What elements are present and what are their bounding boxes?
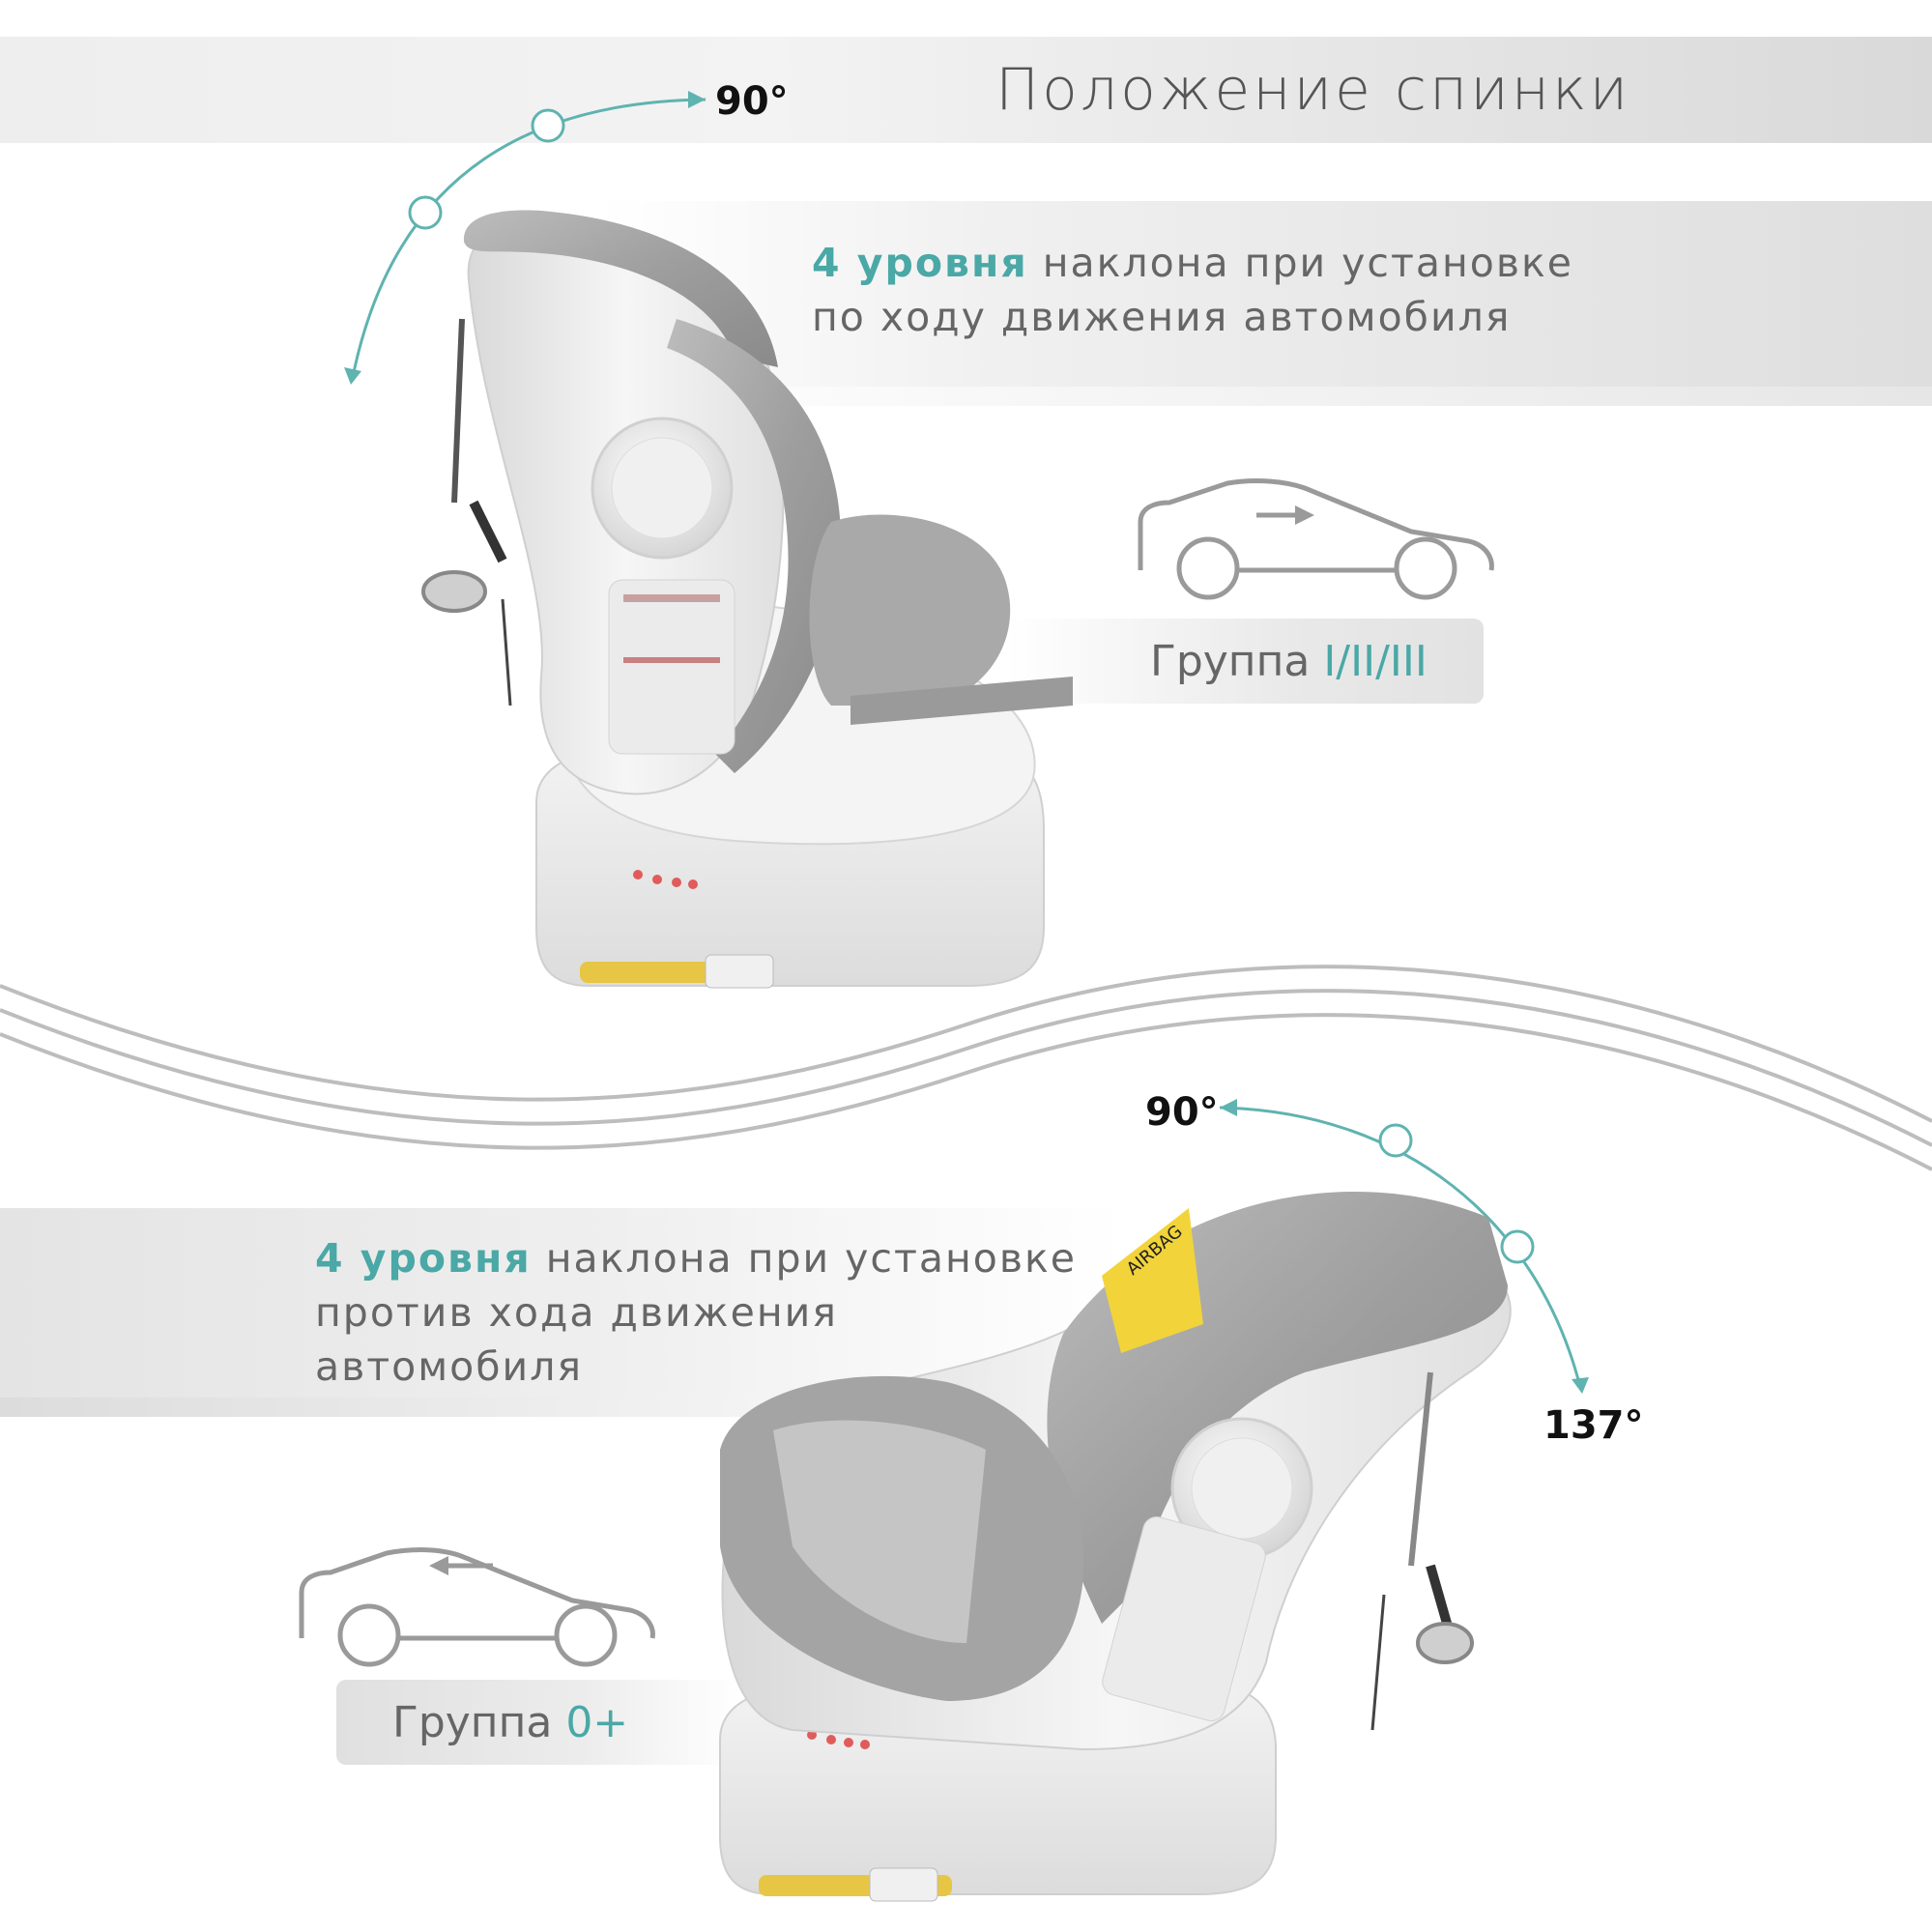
forward-text-band	[599, 201, 1932, 406]
rearward-angle-90: 90°	[1145, 1090, 1219, 1135]
forward-description: 4 уровня наклона при установке по ходу д…	[812, 236, 1573, 344]
rearward-accent: 4 уровня	[315, 1235, 532, 1282]
rearward-recline-arc	[1219, 1099, 1589, 1394]
rearward-line3: автомобиля	[315, 1343, 584, 1390]
forward-line1: наклона при установке	[1027, 240, 1574, 286]
seat-rearward-image: AIRBAG	[719, 1192, 1512, 1902]
forward-line2: по ходу движения автомобиля	[812, 294, 1512, 340]
page-title: Положение спинки	[995, 56, 1631, 124]
forward-group-badge: Группа I/II/III	[1005, 619, 1484, 704]
rearward-group-value: 0+	[565, 1697, 629, 1747]
rearward-group-label: Группа	[392, 1697, 553, 1747]
rearward-line1: наклона при установке	[531, 1235, 1078, 1282]
rearward-group-badge: Группа 0+	[336, 1680, 742, 1765]
rearward-description: 4 уровня наклона при установке против хо…	[315, 1231, 1077, 1394]
wave-separator	[0, 965, 1932, 1171]
header-band	[0, 37, 1932, 143]
car-rearward-icon	[299, 1547, 655, 1667]
rearward-line2: против хода движения	[315, 1289, 838, 1336]
forward-group-label: Группа	[1150, 636, 1311, 686]
rearward-angle-137: 137°	[1543, 1403, 1644, 1448]
car-forward-icon	[1138, 478, 1494, 600]
forward-accent: 4 уровня	[812, 240, 1028, 286]
seat-forward-image	[421, 210, 1073, 989]
forward-angle-90: 90°	[715, 79, 789, 124]
forward-text-underline	[599, 387, 1932, 406]
forward-recline-arc	[344, 91, 706, 385]
forward-group-value: I/II/III	[1323, 636, 1427, 686]
